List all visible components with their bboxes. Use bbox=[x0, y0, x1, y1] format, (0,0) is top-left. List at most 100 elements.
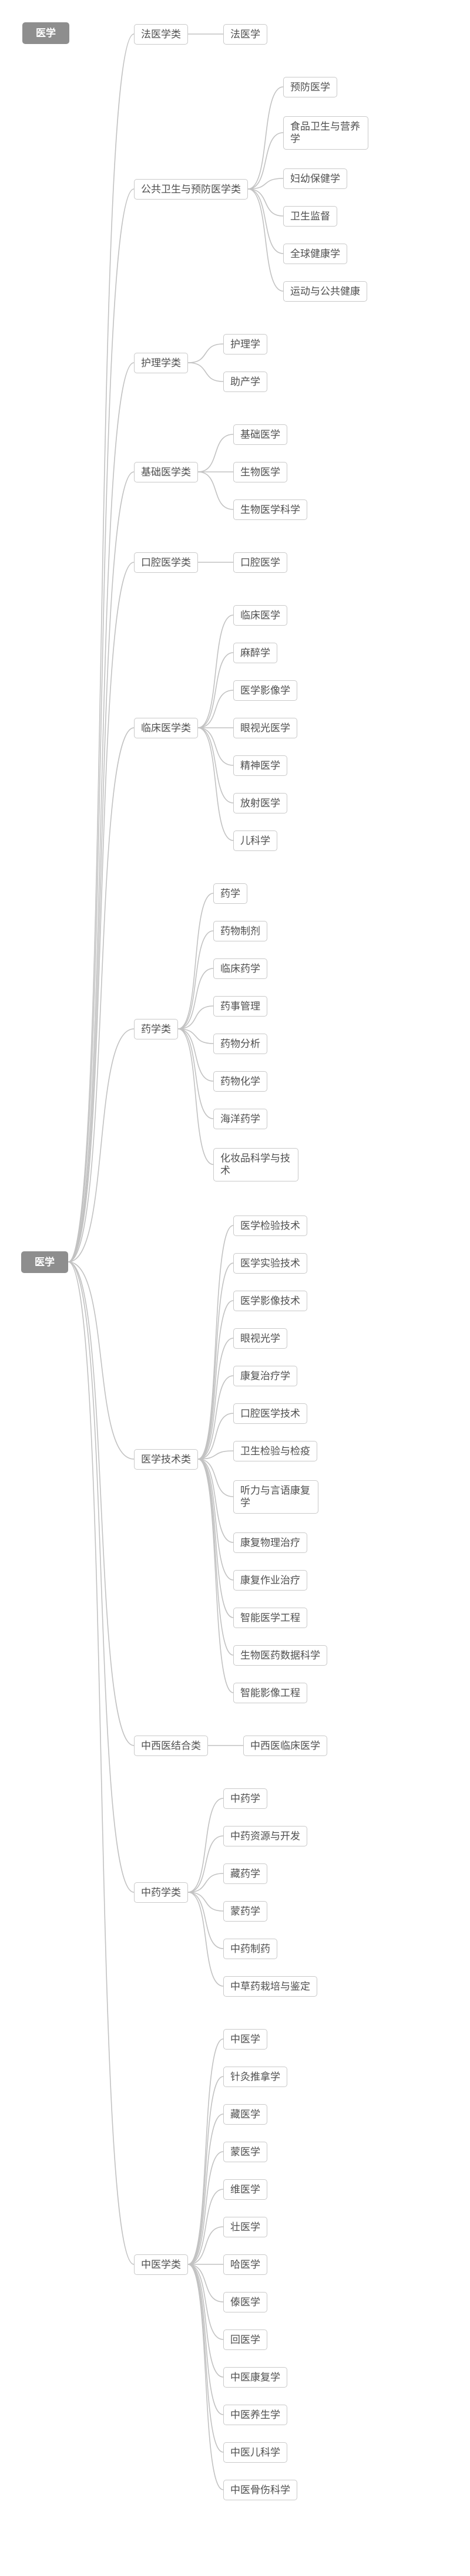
branch-node[interactable]: 中西医结合类 bbox=[134, 1736, 208, 1757]
leaf-node[interactable]: 护理学 bbox=[223, 334, 267, 355]
leaf-node[interactable]: 法医学 bbox=[223, 24, 267, 45]
leaf-node[interactable]: 康复物理治疗 bbox=[233, 1532, 307, 1554]
connector bbox=[197, 1459, 234, 1581]
connector bbox=[187, 362, 224, 382]
connector bbox=[187, 2264, 224, 2490]
connector bbox=[197, 1300, 234, 1460]
leaf-node[interactable]: 中药资源与开发 bbox=[223, 1826, 307, 1847]
leaf-node[interactable]: 药物制剂 bbox=[213, 921, 267, 942]
leaf-node[interactable]: 维医学 bbox=[223, 2179, 267, 2200]
leaf-node[interactable]: 回医学 bbox=[223, 2329, 267, 2351]
connector bbox=[197, 1413, 234, 1460]
connector bbox=[187, 1798, 224, 1893]
leaf-node[interactable]: 食品卫生与营养学 bbox=[283, 116, 368, 150]
branch-node[interactable]: 口腔医学类 bbox=[134, 552, 198, 573]
leaf-node[interactable]: 生物医学 bbox=[233, 462, 287, 483]
leaf-node[interactable]: 临床医学 bbox=[233, 605, 287, 626]
leaf-node[interactable]: 生物医学科学 bbox=[233, 499, 307, 521]
leaf-node[interactable]: 运动与公共健康 bbox=[283, 281, 367, 302]
branch-node[interactable]: 法医学类 bbox=[134, 24, 188, 45]
leaf-node[interactable]: 药物化学 bbox=[213, 1071, 267, 1092]
leaf-node[interactable]: 中医康复学 bbox=[223, 2367, 287, 2388]
leaf-node[interactable]: 藏药学 bbox=[223, 1863, 267, 1885]
leaf-node[interactable]: 精神医学 bbox=[233, 755, 287, 776]
connector bbox=[187, 2038, 224, 2265]
leaf-node[interactable]: 药学 bbox=[213, 883, 247, 904]
connector bbox=[187, 2189, 224, 2265]
leaf-node[interactable]: 医学影像技术 bbox=[233, 1291, 307, 1312]
leaf-node[interactable]: 蒙药学 bbox=[223, 1901, 267, 1922]
leaf-node[interactable]: 卫生监督 bbox=[283, 206, 337, 227]
leaf-node[interactable]: 眼视光学 bbox=[233, 1328, 287, 1349]
connector bbox=[187, 2151, 224, 2265]
leaf-node[interactable]: 中医骨伤科学 bbox=[223, 2480, 297, 2501]
connector bbox=[68, 727, 135, 1262]
leaf-node[interactable]: 基础医学 bbox=[233, 424, 287, 445]
leaf-node[interactable]: 口腔医学 bbox=[233, 552, 287, 573]
leaf-node[interactable]: 中草药栽培与鉴定 bbox=[223, 1976, 317, 1997]
leaf-node[interactable]: 卫生检验与检疫 bbox=[233, 1441, 317, 1462]
branch-node[interactable]: 临床医学类 bbox=[134, 718, 198, 739]
leaf-node[interactable]: 临床药学 bbox=[213, 958, 267, 980]
leaf-node[interactable]: 眼视光医学 bbox=[233, 718, 297, 739]
leaf-node[interactable]: 傣医学 bbox=[223, 2292, 267, 2313]
connector bbox=[187, 2264, 224, 2340]
connector bbox=[197, 727, 234, 841]
leaf-node[interactable]: 中药制药 bbox=[223, 1939, 277, 1960]
leaf-node[interactable]: 中医儿科学 bbox=[223, 2442, 287, 2463]
leaf-node[interactable]: 口腔医学技术 bbox=[233, 1403, 307, 1424]
leaf-node[interactable]: 助产学 bbox=[223, 372, 267, 393]
leaf-node[interactable]: 中医学 bbox=[223, 2029, 267, 2050]
leaf-node[interactable]: 药事管理 bbox=[213, 996, 267, 1017]
leaf-node[interactable]: 全球健康学 bbox=[283, 244, 347, 265]
connector bbox=[68, 1261, 135, 1460]
root-node[interactable]: 医学 bbox=[21, 1251, 68, 1274]
leaf-node[interactable]: 中药学 bbox=[223, 1788, 267, 1809]
leaf-node[interactable]: 海洋药学 bbox=[213, 1109, 267, 1130]
leaf-node[interactable]: 中医养生学 bbox=[223, 2405, 287, 2426]
leaf-node[interactable]: 医学实验技术 bbox=[233, 1253, 307, 1274]
leaf-node[interactable]: 生物医药数据科学 bbox=[233, 1645, 327, 1666]
connector bbox=[247, 86, 284, 190]
branch-node[interactable]: 药学类 bbox=[134, 1019, 178, 1040]
connector bbox=[197, 727, 234, 803]
connector bbox=[187, 2226, 224, 2265]
branch-node[interactable]: 医学技术类 bbox=[134, 1449, 198, 1470]
connector bbox=[197, 1262, 234, 1460]
leaf-node[interactable]: 妇幼保健学 bbox=[283, 168, 347, 190]
leaf-node[interactable]: 化妆品科学与技术 bbox=[213, 1148, 298, 1181]
branch-node[interactable]: 基础医学类 bbox=[134, 462, 198, 483]
branch-node[interactable]: 护理学类 bbox=[134, 353, 188, 374]
connector bbox=[197, 1459, 234, 1693]
leaf-node[interactable]: 听力与言语康复学 bbox=[233, 1480, 318, 1514]
branch-node[interactable]: 中医学类 bbox=[134, 2254, 188, 2275]
leaf-node[interactable]: 药物分析 bbox=[213, 1034, 267, 1055]
connector bbox=[197, 1450, 234, 1460]
leaf-node[interactable]: 康复治疗学 bbox=[233, 1366, 297, 1387]
leaf-node[interactable]: 儿科学 bbox=[233, 830, 277, 852]
connector bbox=[187, 2264, 224, 2453]
leaf-node[interactable]: 医学检验技术 bbox=[233, 1216, 307, 1237]
connector bbox=[187, 1835, 224, 1893]
leaf-node[interactable]: 医学影像学 bbox=[233, 680, 297, 701]
branch-node[interactable]: 公共卫生与预防医学类 bbox=[134, 179, 248, 200]
leaf-node[interactable]: 蒙医学 bbox=[223, 2142, 267, 2163]
leaf-node[interactable]: 智能影像工程 bbox=[233, 1683, 307, 1704]
leaf-node[interactable]: 放射医学 bbox=[233, 793, 287, 814]
leaf-node[interactable]: 中西医临床医学 bbox=[243, 1736, 327, 1757]
leaf-node[interactable]: 康复作业治疗 bbox=[233, 1570, 307, 1591]
connector bbox=[197, 1459, 234, 1656]
leaf-node[interactable]: 藏医学 bbox=[223, 2104, 267, 2125]
leaf-node[interactable]: 壮医学 bbox=[223, 2217, 267, 2238]
leaf-node[interactable]: 智能医学工程 bbox=[233, 1608, 307, 1629]
leaf-node[interactable]: 预防医学 bbox=[283, 77, 337, 98]
pinned-root-node[interactable]: 医学 bbox=[22, 22, 69, 45]
connector bbox=[187, 1892, 224, 1912]
branch-node[interactable]: 中药学类 bbox=[134, 1882, 188, 1903]
leaf-node[interactable]: 哈医学 bbox=[223, 2254, 267, 2275]
connector bbox=[187, 343, 224, 363]
leaf-node[interactable]: 针灸推拿学 bbox=[223, 2067, 287, 2088]
connector bbox=[187, 2076, 224, 2265]
leaf-node[interactable]: 麻醉学 bbox=[233, 643, 277, 664]
